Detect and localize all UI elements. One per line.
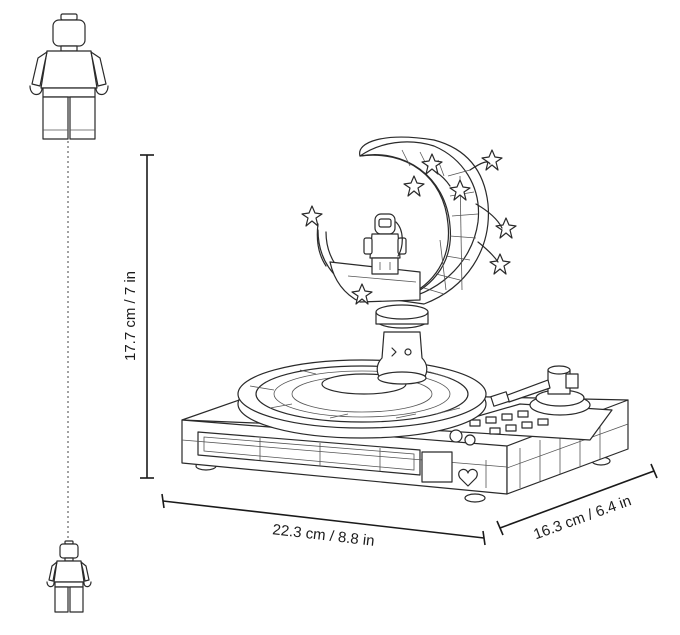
turntable-model: [181, 136, 629, 503]
height-label: 17.7 cm / 7 in: [122, 271, 139, 361]
astronaut-figure: [363, 213, 407, 275]
turntable-platter: [237, 359, 487, 439]
depth-label: 16.3 cm / 6.4 in: [531, 492, 633, 543]
tonearm: [490, 365, 591, 416]
moon-pedestal: [375, 304, 429, 385]
minifigure-small: [46, 540, 92, 613]
height-dimension: 17.7 cm / 7 in: [122, 154, 154, 479]
width-dimension: 22.3 cm / 8.8 in: [161, 493, 486, 550]
width-label: 22.3 cm / 8.8 in: [272, 521, 376, 550]
crescent-moon: [317, 136, 489, 305]
minifigure-large: [29, 13, 109, 140]
star-decorations: [301, 149, 517, 305]
control-buttons: [449, 410, 549, 446]
